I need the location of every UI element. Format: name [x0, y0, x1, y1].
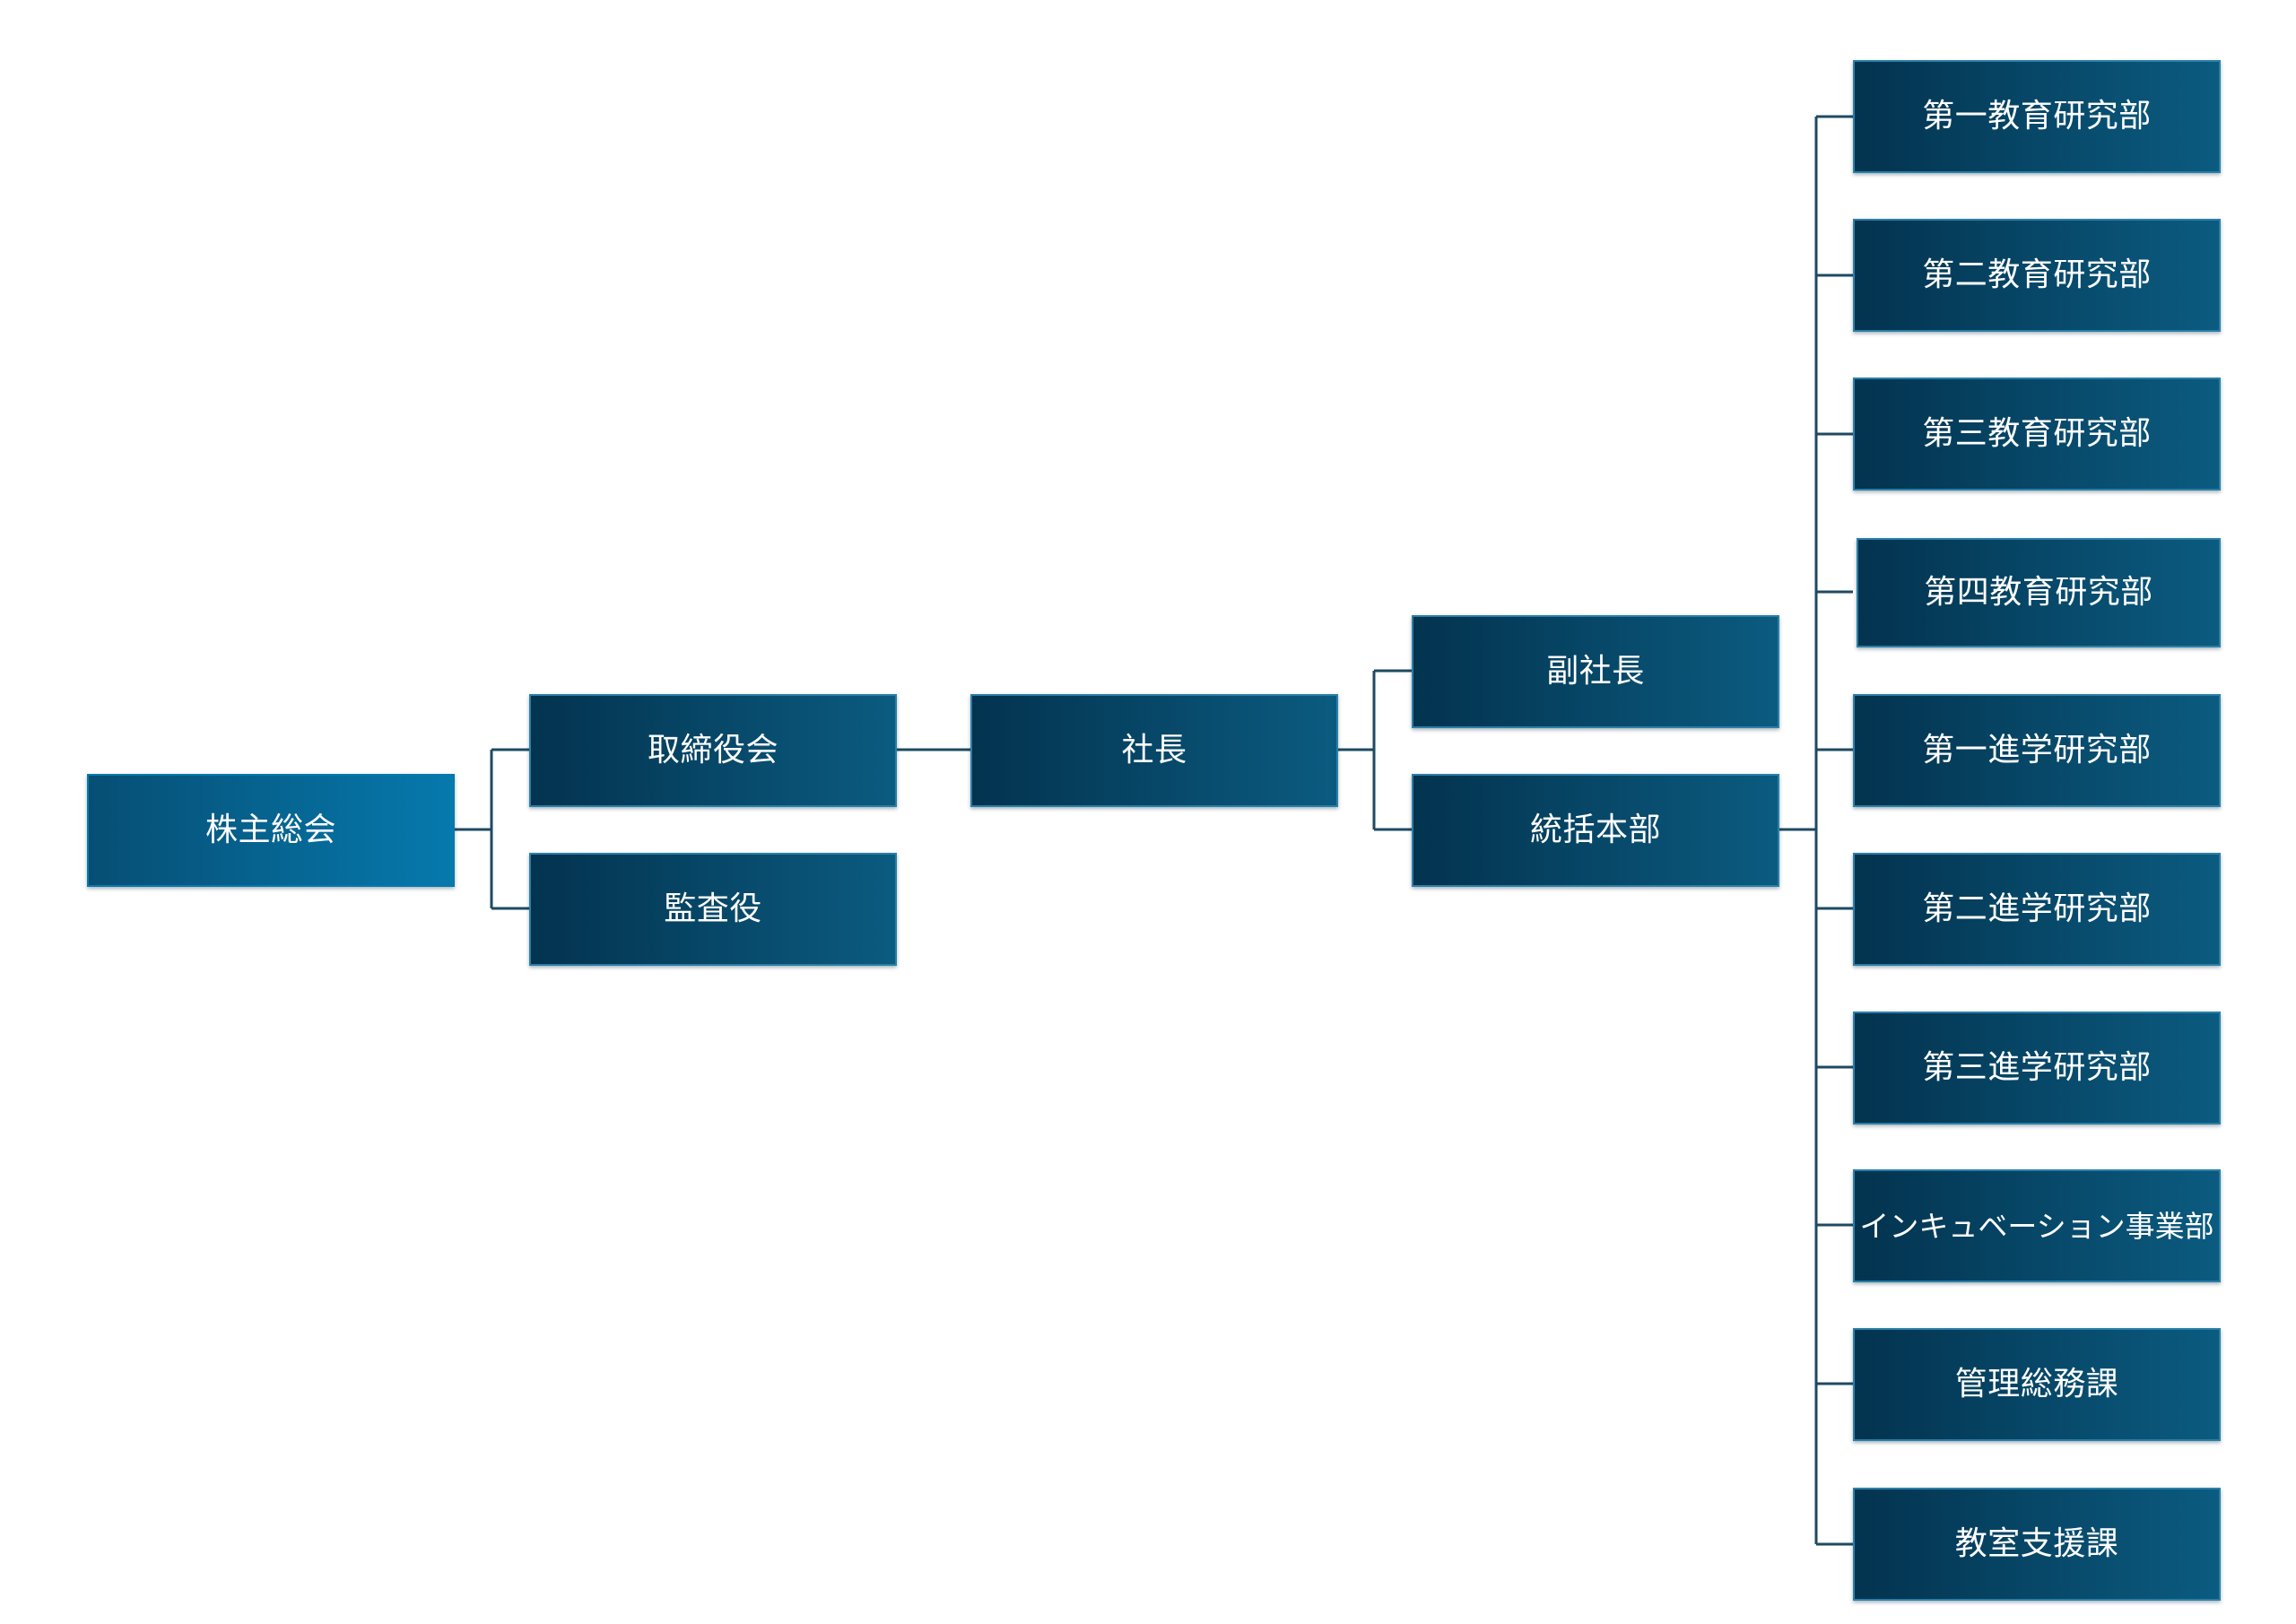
node-classroom-support: 教室支援課 [1853, 1488, 2221, 1601]
connector-shareholders-to-board-auditor [455, 748, 529, 910]
node-edu-research-2: 第二教育研究部 [1853, 219, 2221, 332]
node-shareholders-meeting: 株主総会 [87, 774, 455, 887]
node-headquarters: 統括本部 [1412, 774, 1779, 887]
node-vice-president: 副社長 [1412, 615, 1779, 728]
node-auditor: 監査役 [529, 853, 897, 966]
connector-hq-to-departments [1779, 115, 1853, 1546]
node-board-of-directors: 取締役会 [529, 694, 897, 807]
node-president: 社長 [970, 694, 1338, 807]
node-general-affairs: 管理総務課 [1853, 1328, 2221, 1441]
node-advance-research-2: 第二進学研究部 [1853, 853, 2221, 966]
node-advance-research-1: 第一進学研究部 [1853, 694, 2221, 807]
node-incubation-division: インキュベーション事業部 [1853, 1169, 2221, 1282]
node-advance-research-3: 第三進学研究部 [1853, 1012, 2221, 1125]
connector-president-to-vp-hq [1338, 669, 1412, 831]
node-edu-research-3: 第三教育研究部 [1853, 378, 2221, 491]
node-edu-research-4: 第四教育研究部 [1857, 538, 2221, 647]
node-edu-research-1: 第一教育研究部 [1853, 60, 2221, 173]
